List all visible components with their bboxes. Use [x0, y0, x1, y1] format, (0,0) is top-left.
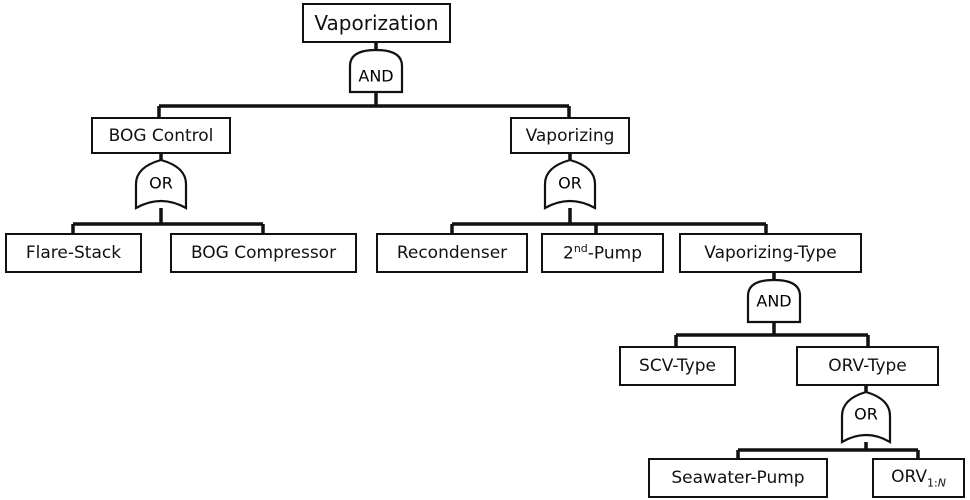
node-label: ORV-Type	[828, 356, 907, 376]
node-label: Seawater-Pump	[671, 468, 805, 488]
node-label: Flare-Stack	[25, 243, 122, 263]
pump-ordinal: nd	[573, 242, 588, 256]
node-label: SCV-Type	[639, 356, 716, 376]
node-seawater-pump: Seawater-Pump	[648, 458, 828, 498]
node-vaporizing: Vaporizing	[510, 117, 630, 154]
node-scv-type: SCV-Type	[619, 346, 736, 386]
pump-suffix: -Pump	[587, 243, 642, 264]
and-gate-label: AND	[358, 67, 393, 86]
node-vaporization: Vaporization	[302, 3, 451, 43]
or-gate-label: OR	[854, 405, 878, 424]
and-gate-vaporizing-type: AND	[746, 278, 802, 324]
node-label: Recondenser	[396, 243, 508, 263]
node-label: Vaporizing	[525, 125, 615, 146]
node-recondenser: Recondenser	[376, 233, 528, 273]
node-bog-control: BOG Control	[91, 117, 231, 154]
node-label: Vaporizing-Type	[704, 243, 837, 263]
or-gate-label: OR	[149, 174, 173, 193]
node-bog-compressor: BOG Compressor	[170, 233, 357, 273]
and-gate-root: AND	[348, 48, 404, 94]
node-vaporizing-type: Vaporizing-Type	[679, 233, 862, 273]
orv-base: ORV	[891, 466, 927, 487]
orv-subscript-n: N	[937, 476, 946, 490]
or-gate-bog-control: OR	[134, 158, 188, 210]
node-label: 2nd-Pump	[563, 242, 642, 264]
node-label: BOG Compressor	[190, 243, 337, 263]
or-gate-label: OR	[558, 174, 582, 193]
node-label: Vaporization	[314, 11, 439, 35]
or-gate-vaporizing: OR	[543, 158, 597, 210]
or-gate-orv-type: OR	[840, 390, 892, 444]
node-label: ORV1:N	[891, 467, 946, 489]
pump-number: 2	[562, 243, 574, 264]
orv-subscript: 1:N	[926, 476, 946, 490]
node-orv-type: ORV-Type	[796, 346, 939, 386]
node-2nd-pump: 2nd-Pump	[541, 233, 664, 273]
node-orv-1n: ORV1:N	[872, 458, 965, 498]
node-label: BOG Control	[108, 125, 214, 146]
and-gate-label: AND	[756, 292, 791, 311]
node-flare-stack: Flare-Stack	[5, 233, 142, 273]
